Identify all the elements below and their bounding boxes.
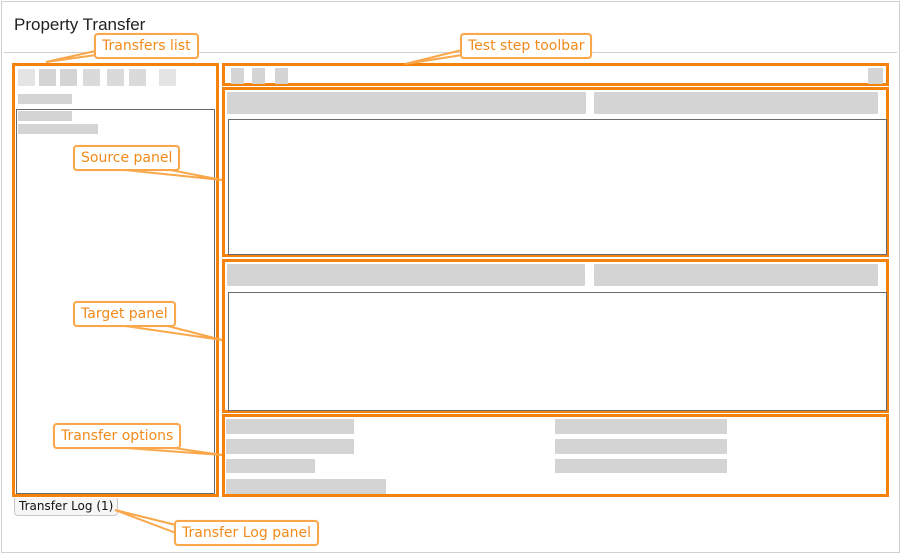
- options-button[interactable]: [275, 68, 288, 84]
- target-property-select[interactable]: [594, 264, 878, 286]
- add-transfer-button[interactable]: [18, 69, 35, 86]
- option-checkbox[interactable]: [226, 479, 386, 494]
- transfer-log-tab[interactable]: Transfer Log (1): [14, 498, 119, 516]
- page-title: Property Transfer: [14, 15, 146, 34]
- transfers-list-label: [18, 94, 72, 104]
- source-step-select[interactable]: [227, 92, 586, 114]
- run-button[interactable]: [231, 68, 244, 84]
- test-step-toolbar: [222, 63, 889, 86]
- option-checkbox[interactable]: [226, 459, 315, 473]
- help-button[interactable]: [159, 69, 176, 86]
- copy-transfer-button[interactable]: [39, 69, 56, 86]
- transfer-item[interactable]: [18, 124, 98, 134]
- callout-target-panel: Target panel: [73, 301, 176, 327]
- callout-transfer-options: Transfer options: [53, 423, 182, 449]
- source-panel: [222, 87, 889, 257]
- option-checkbox[interactable]: [226, 419, 354, 434]
- target-panel: [222, 259, 889, 413]
- source-expression-editor[interactable]: [228, 119, 887, 255]
- option-checkbox[interactable]: [555, 419, 727, 434]
- target-expression-editor[interactable]: [228, 292, 887, 411]
- transfer-options-panel: [222, 414, 889, 497]
- option-checkbox[interactable]: [555, 459, 727, 473]
- delete-transfer-button[interactable]: [83, 69, 100, 86]
- target-step-select[interactable]: [227, 264, 585, 286]
- move-down-button[interactable]: [129, 69, 146, 86]
- callout-source-panel: Source panel: [73, 145, 181, 171]
- source-property-select[interactable]: [594, 92, 878, 114]
- callout-transfers-list: Transfers list: [94, 33, 199, 59]
- run-all-button[interactable]: [252, 68, 265, 84]
- option-checkbox[interactable]: [555, 439, 727, 454]
- callout-transfer-log-panel: Transfer Log panel: [174, 520, 320, 546]
- move-up-button[interactable]: [107, 69, 124, 86]
- rename-transfer-button[interactable]: [60, 69, 77, 86]
- callout-test-step-toolbar: Test step toolbar: [460, 33, 593, 59]
- help-icon[interactable]: [868, 68, 883, 84]
- option-checkbox[interactable]: [226, 439, 354, 454]
- transfer-item[interactable]: [18, 111, 72, 121]
